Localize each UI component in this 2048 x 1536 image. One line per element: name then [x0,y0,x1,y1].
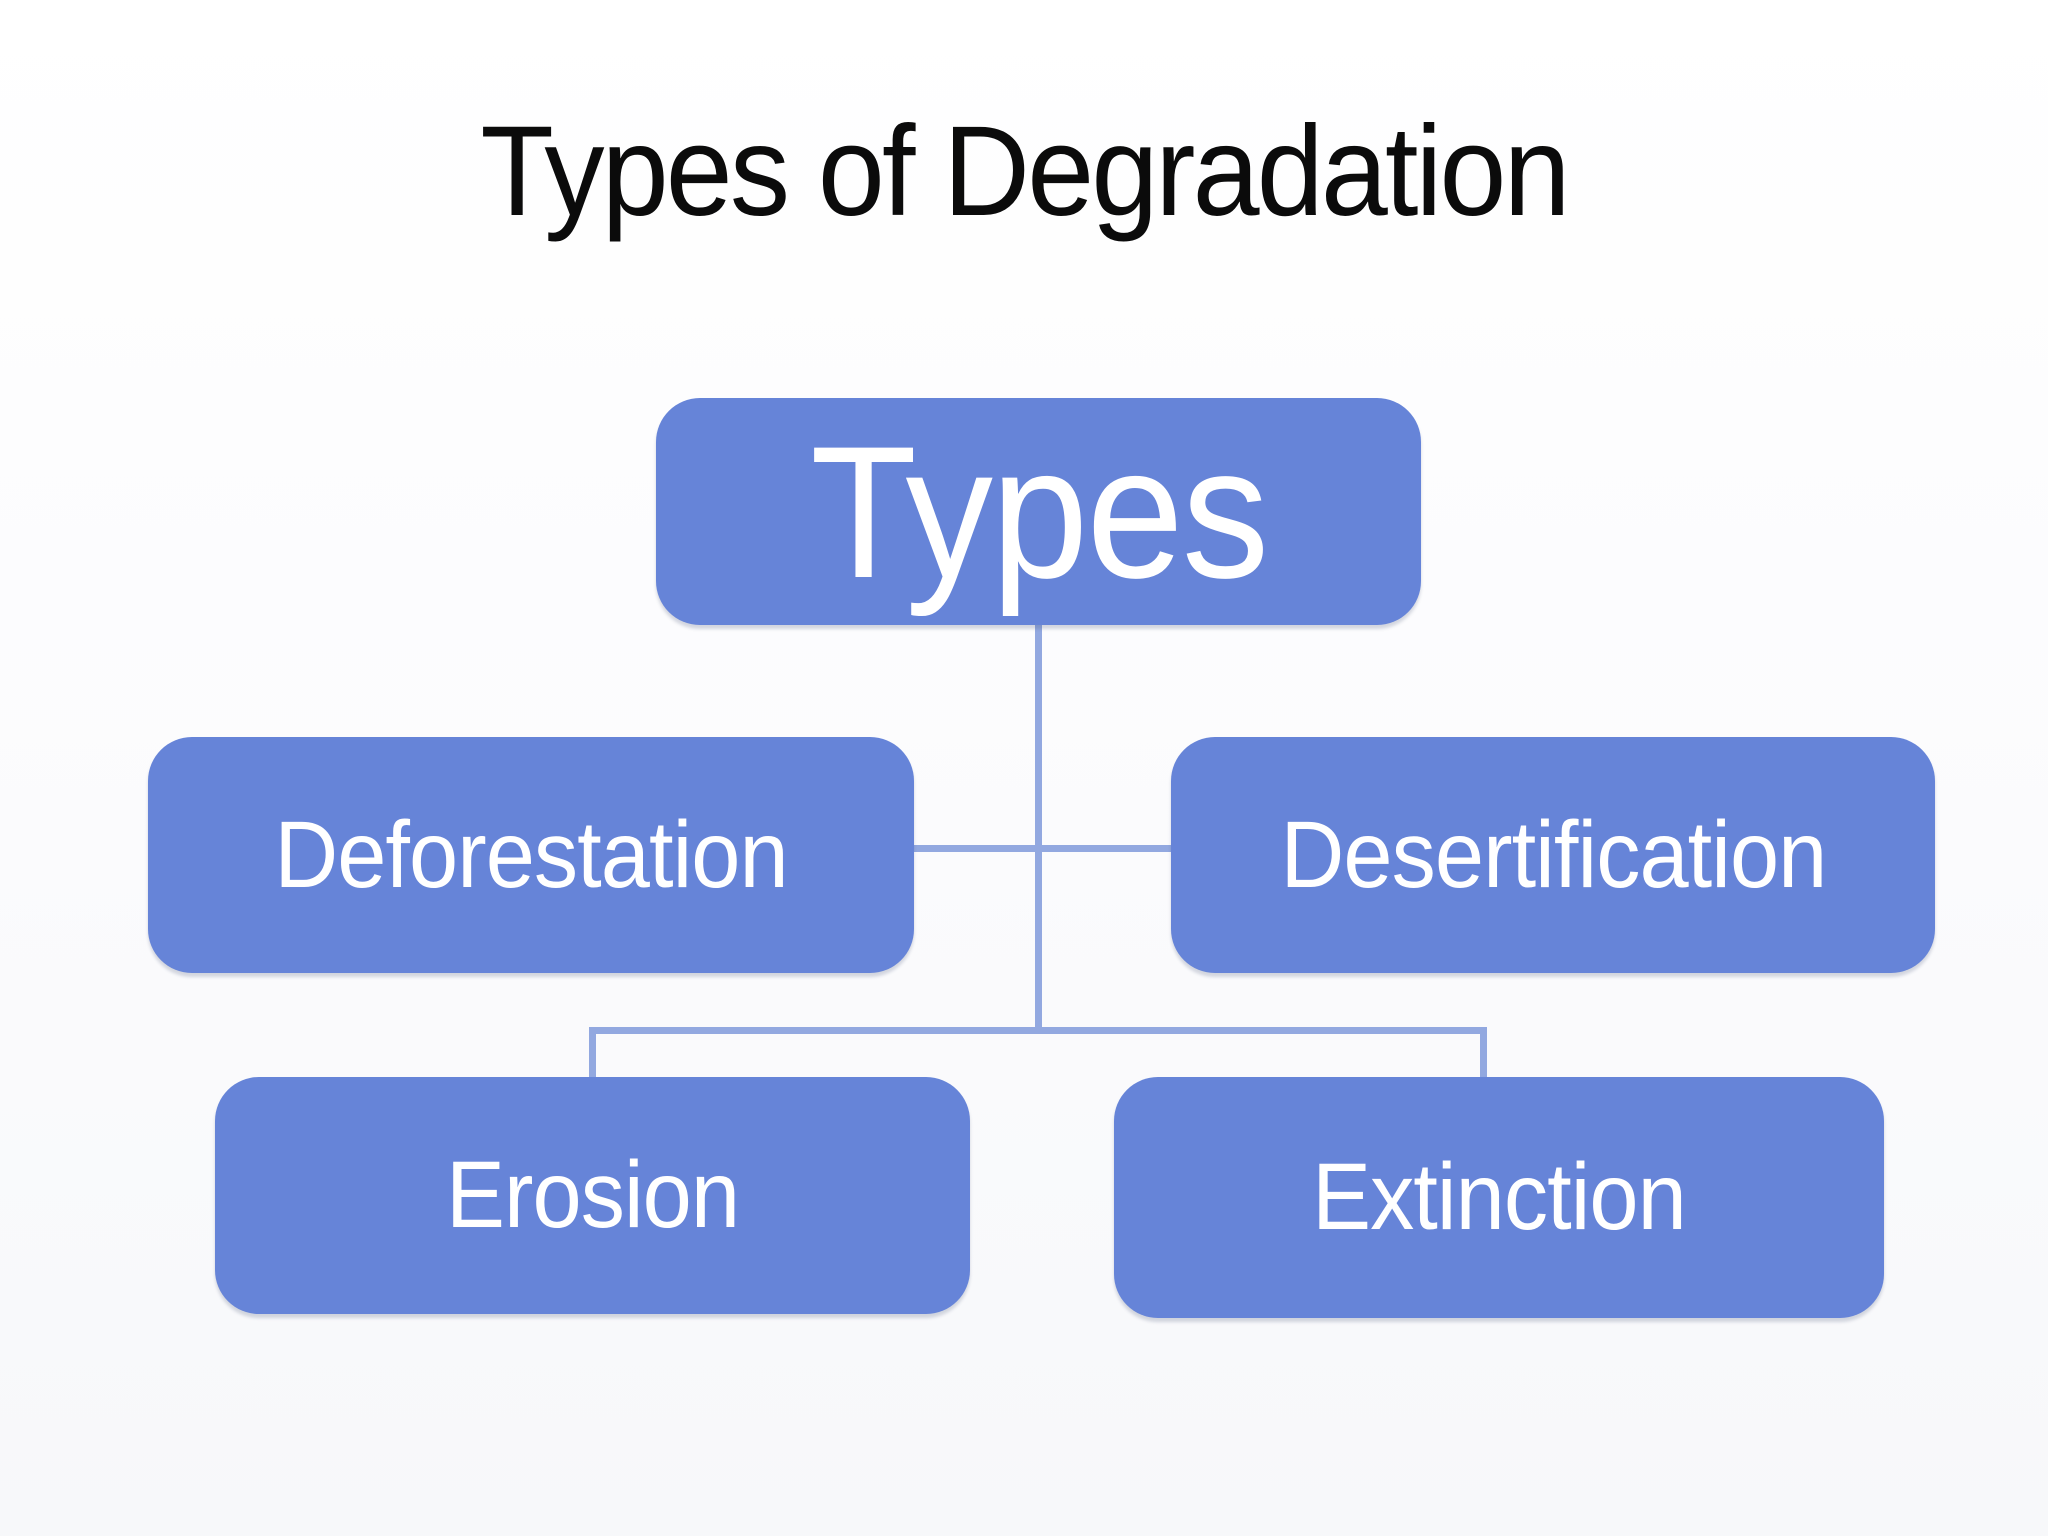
node-types-label: Types [809,406,1269,617]
connector-root-vertical [1035,624,1042,1034]
node-extinction: Extinction [1114,1077,1884,1318]
node-erosion: Erosion [215,1077,970,1314]
page-title: Types of Degradation [480,100,1570,243]
connector-bottom-crossbar [589,1027,1487,1034]
node-desertification-label: Desertification [1280,801,1827,908]
node-deforestation-label: Deforestation [274,801,788,908]
node-desertification: Desertification [1171,737,1935,973]
connector-extinction-stub [1480,1027,1487,1079]
connector-middle-row-horizontal [912,845,1173,852]
connector-erosion-stub [589,1027,596,1079]
node-deforestation: Deforestation [148,737,914,973]
node-erosion-label: Erosion [445,1142,740,1248]
node-types: Types [656,398,1421,625]
node-extinction-label: Extinction [1312,1144,1687,1250]
